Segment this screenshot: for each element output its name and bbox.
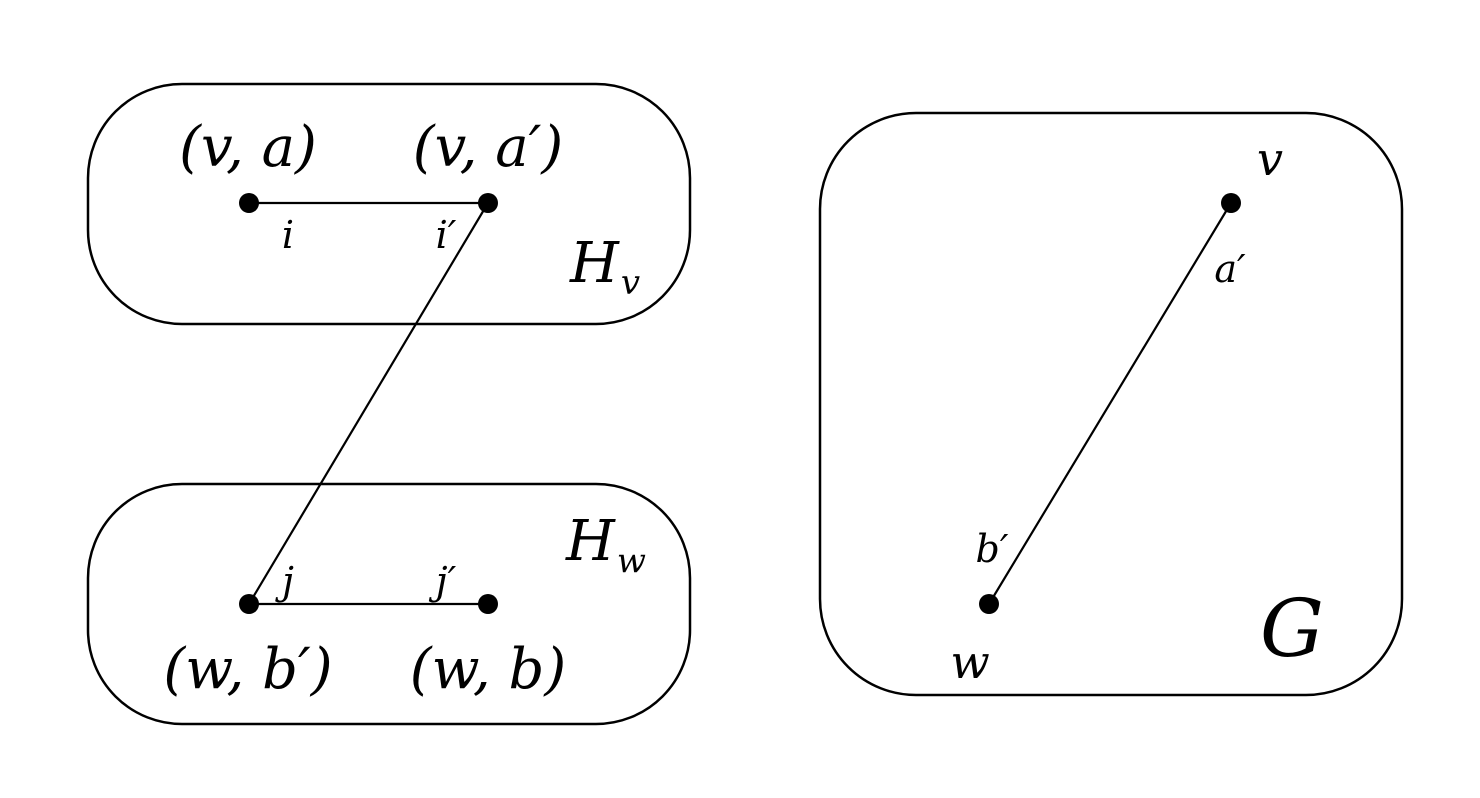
label-port-i-prime: i′	[436, 213, 457, 257]
label-box-g: G	[1260, 582, 1324, 675]
vertex-w-b	[478, 594, 498, 614]
label-node-v: v	[1257, 132, 1283, 186]
label-node-w-b: (w, b)	[410, 637, 566, 702]
label-port-i: i	[282, 213, 294, 257]
box-h-w	[86, 482, 692, 726]
label-node-w: w	[950, 635, 989, 689]
label-port-b-prime: b′	[976, 527, 1009, 571]
label-node-w-b-prime: (w, b′)	[163, 637, 332, 702]
label-port-a-prime: a′	[1214, 247, 1246, 291]
label-port-j-prime: j′	[429, 559, 457, 603]
edge-cross	[248, 202, 489, 605]
label-box-h-v: Hv	[569, 231, 640, 303]
label-node-v-a-prime: (v, a′)	[413, 115, 563, 180]
label-box-h-v-main: H	[569, 231, 620, 296]
label-box-h-v-sub: v	[621, 263, 640, 303]
label-box-h-w-sub: w	[617, 541, 646, 581]
edge-v-w	[988, 202, 1232, 605]
label-node-v-a: (v, a)	[179, 115, 317, 180]
box-h-v	[86, 82, 692, 326]
vertex-v-a	[239, 193, 259, 213]
label-box-h-w: Hw	[565, 509, 646, 581]
vertex-v	[1221, 193, 1241, 213]
vertex-v-a-prime	[478, 193, 498, 213]
label-port-j: j	[275, 559, 294, 603]
label-box-h-w-main: H	[565, 509, 616, 574]
vertex-w-b-prime	[239, 594, 259, 614]
box-g	[818, 111, 1404, 697]
vertex-w	[979, 594, 999, 614]
